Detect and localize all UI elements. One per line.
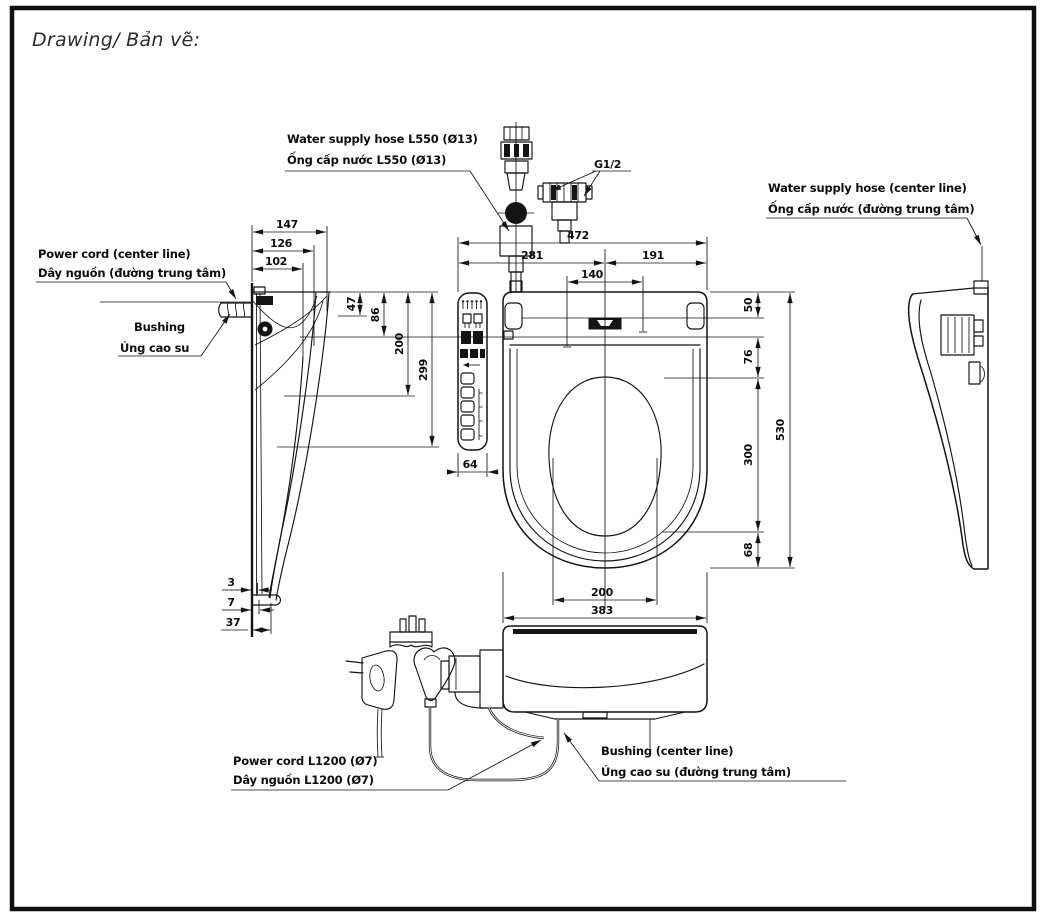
dim-64: 64 [463,458,478,471]
thread-size-label: G1/2 [594,158,621,171]
power-cord-label-en: Power cord L1200 (Ø7) [233,754,377,768]
bushing-label-vi: Úng cao su [120,340,189,355]
dim-191: 191 [642,249,664,262]
label-power-cord-center: Power cord (center line) Dây nguồn (đườn… [36,247,237,300]
dim-102: 102 [265,255,287,268]
power-cord-center-label-en: Power cord (center line) [38,247,190,261]
label-bushing-center: Bushing (center line) Úng cao su (đường … [563,732,846,782]
water-supply-hose-center-label-vi: Ống cấp nước (đường trung tâm) [768,199,974,216]
dim-383: 383 [591,604,613,617]
front-view [440,625,708,748]
dim-126: 126 [270,237,293,250]
dim-200-side: 200 [393,332,406,355]
label-thread-size: G1/2 [550,158,631,197]
dim-7: 7 [227,596,234,609]
power-cord-label-vi: Dây nguồn L1200 (Ø7) [233,773,374,787]
right-side-view [907,246,989,570]
dim-68: 68 [742,543,755,558]
dim-472: 472 [567,229,589,242]
dim-530: 530 [774,418,787,441]
dim-147: 147 [276,218,298,231]
dim-50: 50 [742,297,755,312]
bushing-center-label-vi: Úng cao su (đường trung tâm) [601,764,791,779]
mounting-part [389,615,433,648]
dim-281: 281 [521,249,543,262]
plan-view [457,280,708,569]
dim-76: 76 [742,349,755,364]
page-border [9,5,1037,912]
label-bushing: Bushing Úng cao su [118,313,231,357]
label-power-cord: Power cord L1200 (Ø7) Dây nguồn L1200 (Ø… [231,739,542,791]
dim-47: 47 [345,297,358,312]
bushing-center-label-en: Bushing (center line) [601,744,733,758]
power-plugs [345,647,560,782]
label-water-supply-hose-center: Water supply hose (center line) Ống cấp … [766,181,982,246]
plan-view-dimensions: 472 281 191 140 50 76 300 68 530 200 383 [300,229,795,623]
dim-37: 37 [226,616,241,629]
hose-connectors [498,122,593,293]
page-title: Drawing/ Bản vẽ: [32,29,200,51]
water-supply-hose-label-en: Water supply hose L550 (Ø13) [287,132,478,146]
bushing-label-en: Bushing [134,320,185,334]
water-supply-hose-center-label-en: Water supply hose (center line) [768,181,967,195]
dim-140: 140 [581,268,604,281]
dim-299: 299 [417,359,430,381]
power-cord-center-label-vi: Dây nguồn (đường trung tâm) [38,266,226,280]
dim-86: 86 [369,307,382,322]
control-panel [457,292,488,451]
water-supply-hose-label-vi: Ống cấp nước L550 (Ø13) [287,150,446,167]
label-water-supply-hose: Water supply hose L550 (Ø13) Ống cấp nướ… [285,132,510,232]
dim-3: 3 [227,576,234,589]
dim-200-plan: 200 [591,586,614,599]
side-view-dimensions: 147 126 102 47 86 200 299 3 7 37 [221,218,439,634]
side-view [100,283,332,637]
dim-300: 300 [742,443,755,466]
